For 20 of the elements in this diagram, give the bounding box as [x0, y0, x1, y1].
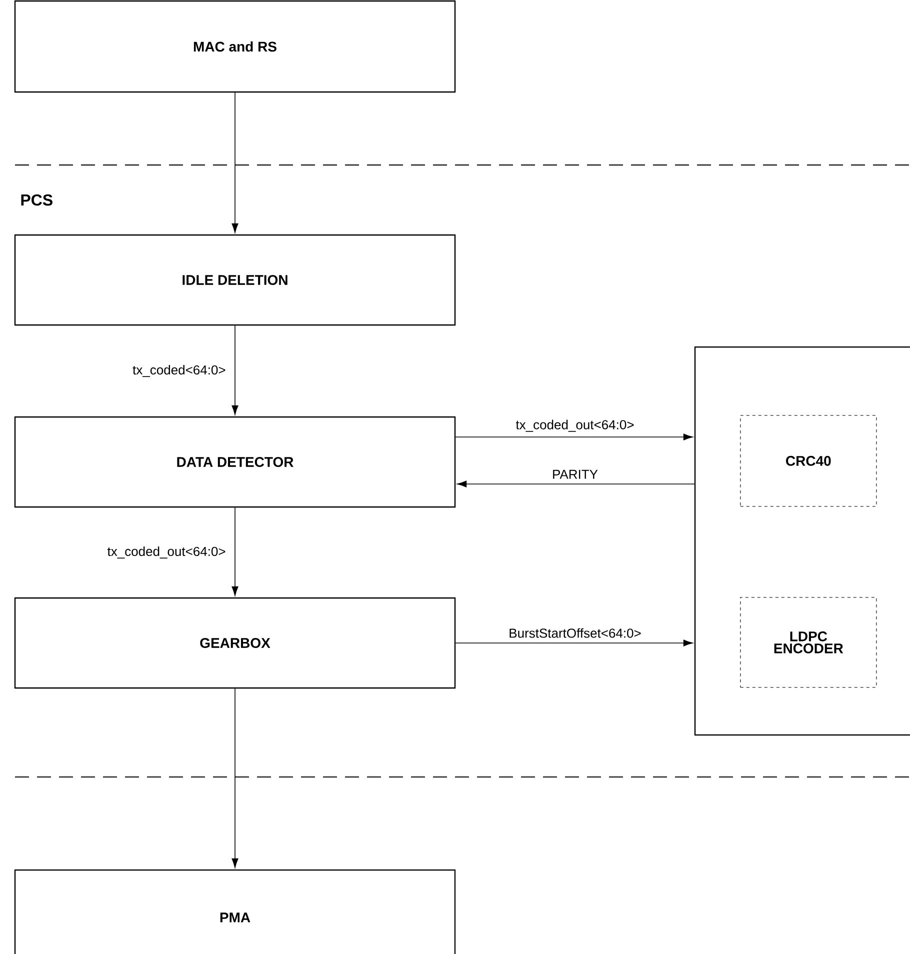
arrow [457, 480, 695, 488]
block-box: PMA [14, 869, 456, 954]
block-box: LDPC ENCODER [740, 597, 877, 688]
edge-label: tx_coded_out<64:0> [514, 418, 636, 433]
edge-label: PARITY [551, 468, 599, 480]
arrow [455, 640, 693, 646]
edge-label: tx_coded<64:0> [132, 364, 227, 378]
block-box: MAC and RS [14, 0, 456, 93]
arrow [232, 688, 238, 868]
arrow [455, 434, 693, 440]
arrow [232, 325, 238, 415]
edge-label: BurstStartOffset<64:0> [508, 627, 642, 639]
arrow [232, 92, 238, 233]
block-box: GEARBOX [14, 597, 456, 689]
block-box: CRC40 [740, 415, 877, 507]
edge-label: tx_coded_out<64:0> [106, 546, 227, 560]
arrow [232, 507, 238, 596]
block-box: DATA DETECTOR [14, 416, 456, 508]
section-label: PCS [21, 194, 52, 206]
block-box: IDLE DELETION [14, 234, 456, 326]
